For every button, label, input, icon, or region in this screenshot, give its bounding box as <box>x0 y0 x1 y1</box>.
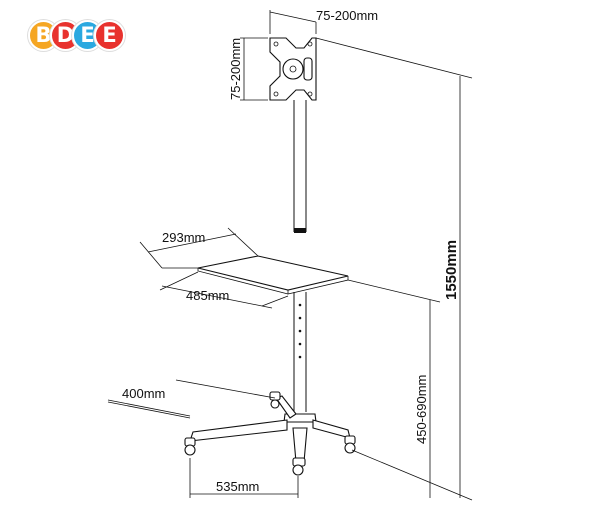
label-base-depth: 400mm <box>122 386 165 401</box>
label-total-height: 1550mm <box>443 240 460 300</box>
lower-pole <box>293 292 307 412</box>
brand-logo: B D E E <box>28 20 125 56</box>
dim-tray-width: 485mm <box>159 271 289 309</box>
laptop-tray <box>197 255 349 295</box>
rolling-base <box>184 391 356 476</box>
dim-base-width: 535mm <box>189 458 299 498</box>
dim-vesa-width: 75-200mm <box>269 8 378 34</box>
label-vesa-height: 75-200mm <box>228 38 243 100</box>
vesa-bracket <box>269 37 317 101</box>
caster-left <box>184 437 196 456</box>
dim-tray-height: 450-690mm <box>347 279 441 498</box>
dim-tray-depth: 293mm <box>139 227 259 269</box>
label-vesa-width: 75-200mm <box>316 8 378 23</box>
dim-total-height: 1550mm <box>315 37 473 501</box>
caster-back <box>269 391 281 409</box>
dim-vesa-height: 75-200mm <box>228 37 268 101</box>
label-tray-width: 485mm <box>186 288 229 303</box>
caster-right <box>344 435 356 454</box>
label-base-width: 535mm <box>216 479 259 494</box>
upper-pole <box>293 100 307 233</box>
dim-base-depth: 400mm <box>107 379 276 419</box>
label-tray-depth: 293mm <box>162 230 205 245</box>
caster-front <box>292 457 306 476</box>
logo-letter-e2: E <box>94 20 125 51</box>
label-tray-height: 450-690mm <box>414 375 429 444</box>
